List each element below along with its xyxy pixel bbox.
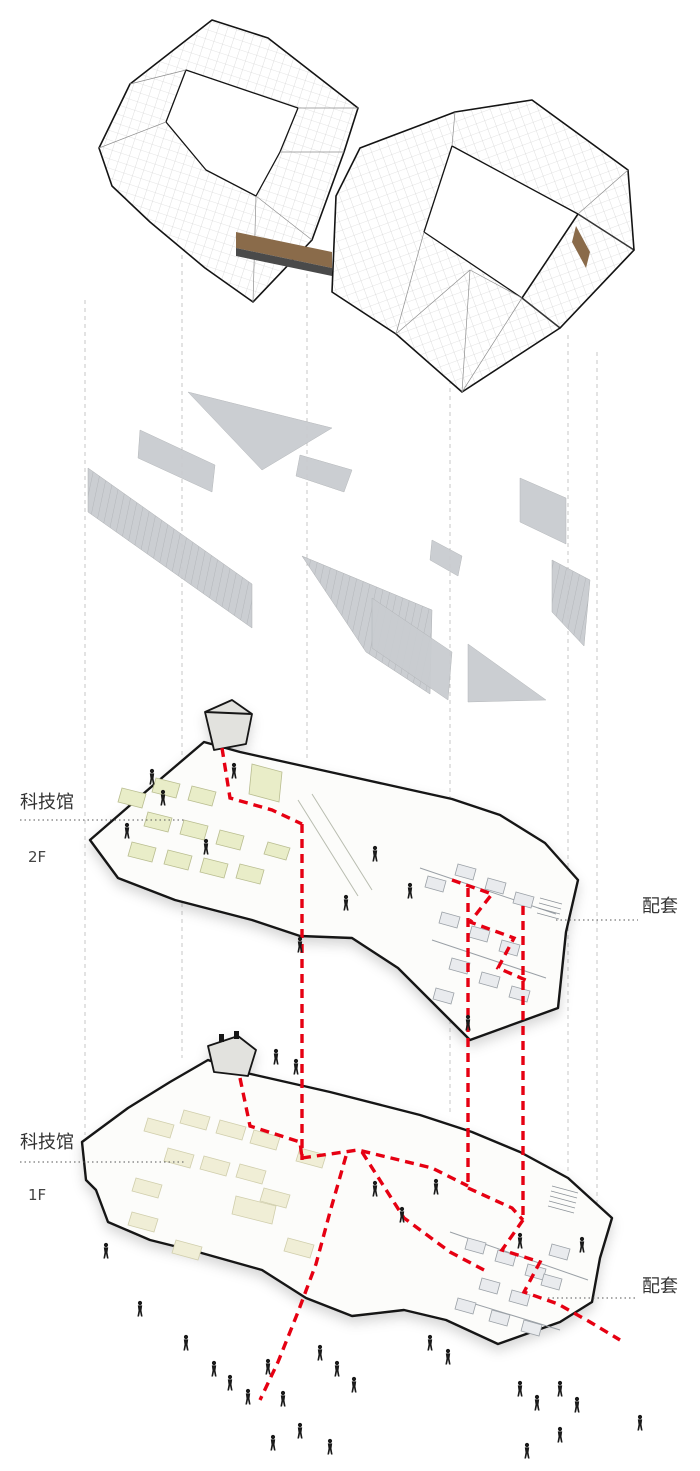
roof-shell-layer [98, 19, 635, 393]
floor-1-plate [80, 1031, 614, 1346]
label-annex-1f: 配套 [642, 1276, 678, 1297]
floor-1-science-blocks [127, 1109, 327, 1261]
floor-2-plate [88, 699, 580, 1042]
label-science-hall-1f: 科技馆 [20, 1132, 74, 1153]
facade-fragments-layer [87, 391, 591, 703]
annotations: 科技馆 2F 配套 科技馆 1F 配套 [20, 792, 678, 1299]
projection-guide-lines [84, 250, 598, 1205]
floor-1-annex-rooms [449, 1185, 589, 1337]
label-science-hall-2f: 科技馆 [20, 792, 74, 813]
floor-2-science-blocks [117, 763, 373, 897]
label-floor-1f: 1F [28, 1186, 46, 1204]
label-floor-2f: 2F [28, 848, 46, 866]
circulation-red-dashed-lines [220, 747, 621, 1401]
label-annex-2f: 配套 [642, 896, 678, 917]
